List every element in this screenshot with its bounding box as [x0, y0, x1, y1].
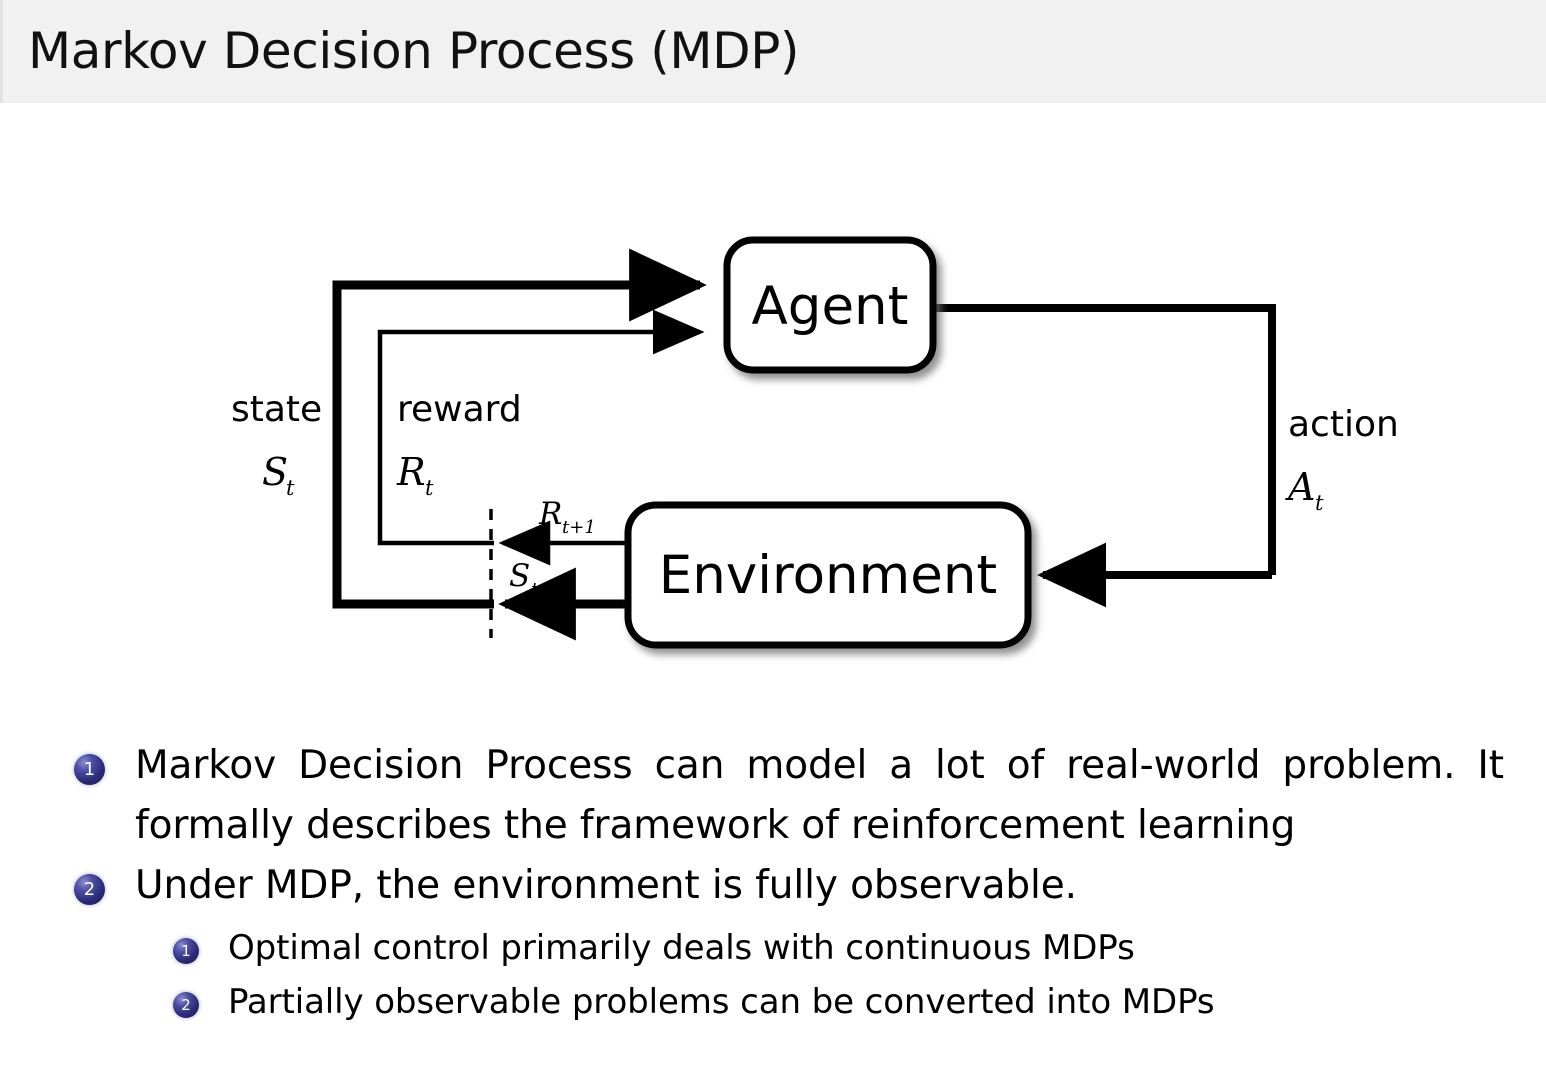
reward-label-word: reward: [397, 389, 522, 430]
environment-node-label: Environment: [659, 545, 997, 606]
action-label-group: action A t: [1285, 404, 1399, 515]
slide-header-band: Markov Decision Process (MDP): [0, 0, 1546, 103]
action-label-subscript: t: [1315, 491, 1324, 515]
agent-node-label: Agent: [752, 276, 909, 337]
agent-environment-loop-diagram: Agent Environment state S t reward R t a…: [231, 236, 1399, 649]
sub-bullet-marker-1: 1: [173, 938, 199, 964]
reward-next-label-group: R t+1: [538, 496, 596, 538]
reward-next-subscript: t+1: [562, 517, 596, 538]
action-label-symbol: A: [1285, 465, 1315, 509]
state-loop-path: [332, 248, 707, 609]
action-label-word: action: [1288, 404, 1399, 445]
bullet-marker-1: 1: [74, 754, 105, 785]
bullet-list: 1 Markov Decision Process can model a lo…: [0, 736, 1546, 1030]
state-label-group: state S t: [231, 389, 322, 500]
bullet-text-2: Under MDP, the environment is fully obse…: [135, 863, 1077, 908]
state-label-word: state: [231, 389, 322, 430]
bullet-marker-2: 2: [74, 874, 105, 905]
state-label-symbol: S: [262, 450, 288, 494]
reward-next-symbol: R: [538, 496, 562, 532]
sub-bullet-marker-2: 2: [173, 992, 199, 1018]
state-label-subscript: t: [286, 476, 295, 500]
list-item: 2 Under MDP, the environment is fully ob…: [0, 856, 1546, 922]
sub-bullet-text-2: Partially observable problems can be con…: [228, 982, 1215, 1022]
state-next-label-group: S t+1: [509, 558, 565, 600]
reward-label-group: reward R t: [396, 389, 522, 500]
reward-label-symbol: R: [396, 450, 426, 494]
reward-label-subscript: t: [425, 476, 434, 500]
list-item: 2 Partially observable problems can be c…: [0, 976, 1546, 1030]
environment-node: Environment: [624, 501, 1032, 649]
reward-loop-path: [377, 309, 705, 546]
state-next-symbol: S: [509, 558, 530, 594]
agent-node: Agent: [723, 236, 937, 374]
sub-bullet-text-1: Optimal control primarily deals with con…: [228, 928, 1135, 968]
mdp-diagram-region: Agent Environment state S t reward R t a…: [0, 103, 1546, 723]
page-title: Markov Decision Process (MDP): [28, 22, 800, 80]
action-loop-path: [933, 304, 1276, 608]
list-item: 1 Markov Decision Process can model a lo…: [0, 736, 1546, 856]
list-item: 1 Optimal control primarily deals with c…: [0, 922, 1546, 976]
state-next-subscript: t+1: [531, 579, 565, 600]
bullet-text-1: Markov Decision Process can model a lot …: [135, 743, 1504, 848]
